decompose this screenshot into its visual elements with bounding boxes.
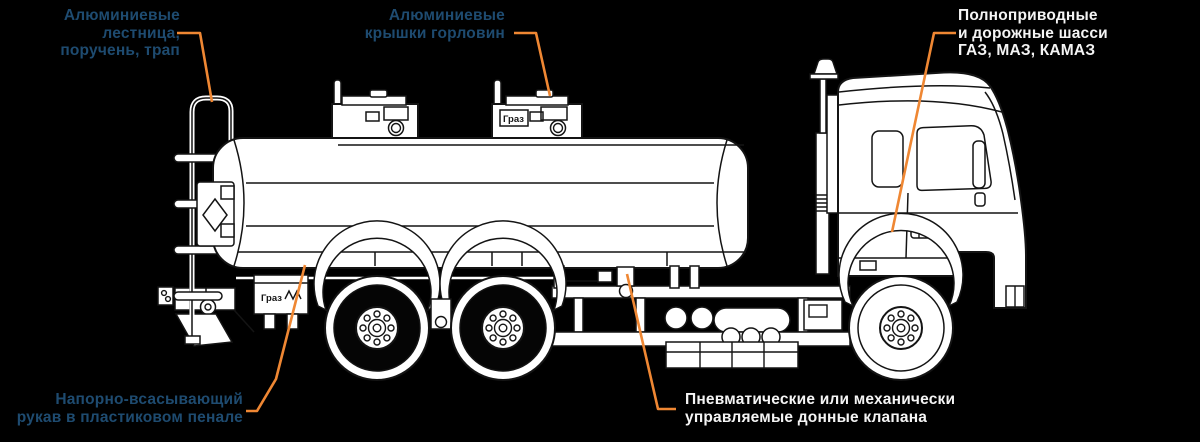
- hatch-logo-text: Граз: [503, 114, 524, 125]
- door-window: [916, 125, 992, 192]
- chassis: [551, 265, 851, 369]
- leader-chassis: [890, 31, 956, 233]
- callout-ladder: Алюминиевые лестница, поручень, трап: [60, 7, 180, 60]
- windshield-pillar: [984, 91, 1016, 201]
- hose-pencase: Граз: [253, 274, 309, 330]
- callout-line: лестница,: [102, 24, 180, 42]
- leader-hose: [246, 264, 307, 413]
- bottom-valve: [616, 266, 635, 287]
- tow-hook: [199, 298, 217, 316]
- air-tank: [664, 306, 688, 330]
- callout-line: и дорожные шасси: [958, 24, 1108, 42]
- air-intake: [826, 94, 839, 214]
- callout-line: Напорно-всасывающий: [55, 391, 243, 408]
- tank-body: [212, 137, 749, 269]
- tank-rear-cap: [233, 139, 245, 267]
- mirror: [972, 140, 986, 189]
- leader-hatches: [514, 31, 552, 97]
- leader-valves: [625, 273, 676, 411]
- mirror-lower: [974, 192, 986, 207]
- rear-fender-2: [439, 220, 567, 312]
- rear-wheel-1: [324, 275, 430, 381]
- hazard-diamond: [202, 197, 228, 233]
- behind-cab-equipment: [809, 58, 839, 275]
- callout-line: рукав в пластиковом пенале: [16, 408, 243, 426]
- rear-light-box: [157, 286, 174, 306]
- leader-lines: [177, 31, 956, 413]
- rear-bogie: [313, 220, 567, 381]
- pencase-logo-text: Граз: [261, 293, 282, 304]
- manhole-assembly-2: Граз: [491, 79, 583, 139]
- callout-line: крышки горловин: [364, 24, 505, 42]
- frame-rail-top: [551, 285, 851, 299]
- callout-line: Алюминиевые: [388, 7, 505, 24]
- air-tank: [690, 306, 714, 330]
- front-wheel: [848, 275, 954, 381]
- callout-line: Алюминиевые: [63, 7, 180, 24]
- callout-line: Пневматические или механически: [685, 391, 956, 408]
- breather-pipe: [493, 79, 502, 107]
- callout-line: ГАЗ, МАЗ, КАМАЗ: [958, 42, 1096, 60]
- cab-rear-window: [871, 130, 904, 188]
- leader-ladder: [177, 31, 214, 103]
- callout-hatches: Алюминиевые крышки горловин: [365, 7, 505, 42]
- beacon-lamp: [812, 58, 839, 75]
- callout-chassis: Полноприводные и дорожные шасси ГАЗ, МАЗ…: [958, 7, 1108, 60]
- cab: [837, 71, 1027, 309]
- callout-line: Полноприводные: [958, 7, 1098, 24]
- callout-valves: Пневматические или механически управляем…: [685, 391, 955, 426]
- manhole-assembly-1: [331, 79, 419, 139]
- ladder-rung: [173, 291, 223, 301]
- breather-pipe: [333, 79, 342, 107]
- beacon-pole: [819, 78, 827, 134]
- rear-wheel-2: [450, 275, 556, 381]
- front-fender: [838, 212, 964, 308]
- callout-hose: Напорно-всасывающий рукав в пластиковом …: [17, 391, 243, 426]
- callout-line: поручень, трап: [60, 42, 180, 60]
- callout-line: управляемые донные клапана: [685, 408, 928, 426]
